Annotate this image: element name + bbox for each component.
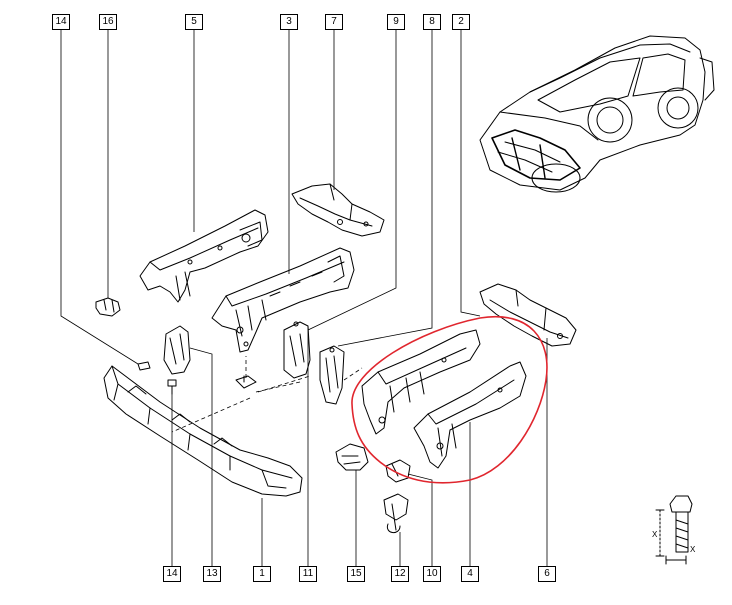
part-5-upper-rail — [139, 209, 269, 303]
callout-13: 13 — [203, 566, 221, 582]
part-4-right-side-member — [413, 361, 527, 469]
callout-16: 16 — [99, 14, 117, 30]
dimension-label-x-horizontal: X — [690, 545, 696, 554]
part-16-clip — [95, 297, 121, 317]
callout-12: 12 — [391, 566, 409, 582]
callout-1: 1 — [253, 566, 271, 582]
part-1-bumper-beam — [103, 365, 303, 497]
callout-15: 15 — [347, 566, 365, 582]
part-7-bracket — [291, 183, 385, 237]
part-8-right-side-member — [361, 329, 481, 435]
part-9-reinforcement — [283, 321, 311, 379]
part-12-hook — [383, 493, 409, 533]
callout-9: 9 — [387, 14, 405, 30]
part-13-crash-box — [163, 325, 191, 375]
callout-14-bottom: 14 — [163, 566, 181, 582]
fastener-detail — [655, 495, 693, 565]
vehicle-illustration — [479, 35, 715, 193]
part-2-bracket — [479, 283, 577, 347]
assembly-lines — [171, 356, 363, 433]
callout-8: 8 — [423, 14, 441, 30]
callout-4: 4 — [461, 566, 479, 582]
highlight-ellipse — [351, 315, 548, 484]
callout-3: 3 — [280, 14, 298, 30]
callout-10: 10 — [423, 566, 441, 582]
part-small-nut — [235, 375, 257, 389]
callout-14-top: 14 — [52, 14, 70, 30]
callout-6: 6 — [538, 566, 556, 582]
dimension-label-x-vertical: X — [652, 530, 658, 539]
leader-lines — [60, 28, 548, 566]
part-10-clip — [385, 459, 411, 483]
part-8-support — [319, 345, 345, 405]
callout-2: 2 — [452, 14, 470, 30]
part-3-side-member — [211, 247, 355, 353]
callout-11: 11 — [299, 566, 317, 582]
callout-7: 7 — [325, 14, 343, 30]
part-15-lower-bracket — [335, 443, 369, 471]
callout-5: 5 — [185, 14, 203, 30]
